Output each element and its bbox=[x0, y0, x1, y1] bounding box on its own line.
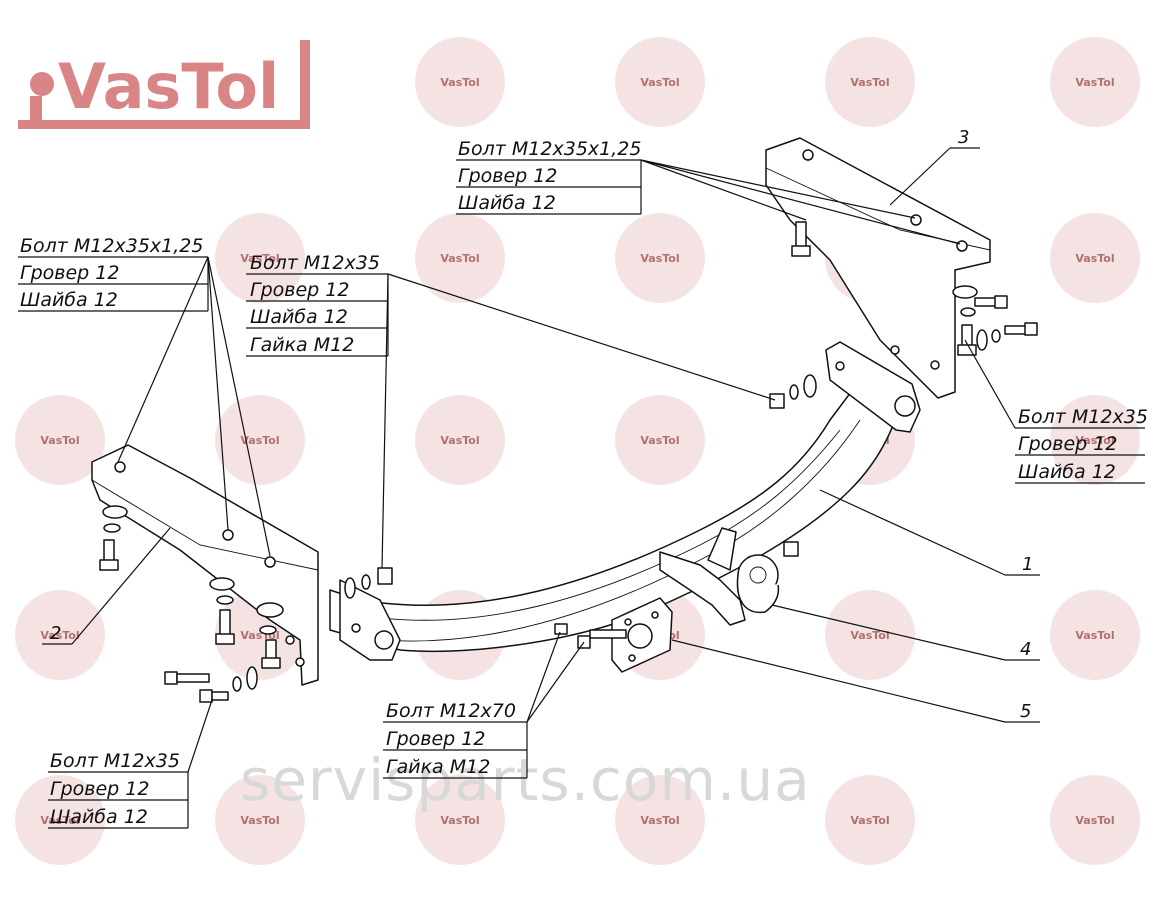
callout-center: Болт М12х35 Гровер 12 Шайба 12 Гайка М12 bbox=[250, 252, 380, 356]
callout-text: Болт М12х35 bbox=[50, 750, 180, 772]
callout-text: Шайба 12 bbox=[250, 306, 348, 328]
main-crossbar bbox=[329, 341, 921, 661]
watermark-logo bbox=[825, 775, 915, 865]
logo-wordmark: VasTol bbox=[58, 50, 279, 123]
part-number-4: 4 bbox=[1020, 639, 1031, 660]
watermark-logo bbox=[215, 395, 305, 485]
watermark-logo-text: VasTol bbox=[440, 76, 479, 89]
watermark-logo-text: VasTol bbox=[640, 814, 679, 827]
watermark-logo bbox=[615, 775, 705, 865]
vastol-logo: VasTol bbox=[18, 40, 310, 129]
watermark-logo-text: VasTol bbox=[1075, 252, 1114, 265]
fasteners bbox=[99, 221, 1038, 703]
watermark-logo-text: VasTol bbox=[440, 252, 479, 265]
watermark-logo bbox=[615, 213, 705, 303]
watermark-logo-text: VasTol bbox=[850, 814, 889, 827]
callout-text: Гровер 12 bbox=[458, 165, 557, 187]
watermark-logo-text: VasTol bbox=[240, 814, 279, 827]
callout-text: Гровер 12 bbox=[1018, 433, 1117, 455]
callout-top-left: Болт М12х35х1,25 Гровер 12 Шайба 12 bbox=[20, 235, 203, 311]
callout-text: Болт М12х35х1,25 bbox=[20, 235, 203, 257]
callout-top-center: Болт М12х35х1,25 Гровер 12 Шайба 12 bbox=[458, 138, 641, 214]
part-number-3: 3 bbox=[958, 127, 969, 148]
callout-text: Шайба 12 bbox=[458, 192, 556, 214]
part-number-2: 2 bbox=[50, 623, 61, 644]
watermark-logo-text: VasTol bbox=[40, 814, 79, 827]
watermark-logo-text: VasTol bbox=[240, 252, 279, 265]
watermark-logo bbox=[1050, 37, 1140, 127]
leader-lines bbox=[18, 147, 1145, 829]
callout-text: Болт М12х35х1,25 bbox=[458, 138, 641, 160]
watermark-logo-text: VasTol bbox=[440, 814, 479, 827]
callout-text: Гровер 12 bbox=[20, 262, 119, 284]
watermark-logo-text: VasTol bbox=[850, 76, 889, 89]
callout-bottom-center: Болт М12х70 Гровер 12 Гайка М12 bbox=[386, 700, 516, 778]
watermark-logo-text: VasTol bbox=[1075, 629, 1114, 642]
site-watermark: servisparts.com.ua bbox=[240, 746, 811, 814]
tow-ball bbox=[659, 527, 780, 626]
part-numbers: 1 2 3 4 5 bbox=[50, 127, 1033, 722]
callout-text: Шайба 12 bbox=[50, 806, 148, 828]
watermark-logo bbox=[1050, 775, 1140, 865]
callout-text: Шайба 12 bbox=[20, 289, 118, 311]
watermark-logo bbox=[1050, 213, 1140, 303]
watermark-logo bbox=[615, 395, 705, 485]
watermark-logo bbox=[825, 37, 915, 127]
watermark-logo bbox=[215, 775, 305, 865]
watermark-logo-text: VasTol bbox=[40, 629, 79, 642]
watermark-logo-text: VasTol bbox=[640, 76, 679, 89]
callout-text: Гайка М12 bbox=[386, 756, 490, 778]
watermark-logo-text: VasTol bbox=[850, 629, 889, 642]
watermark-logo bbox=[15, 775, 105, 865]
watermark-logo bbox=[415, 775, 505, 865]
watermark-logo bbox=[415, 213, 505, 303]
callout-text: Болт М12х70 bbox=[386, 700, 516, 722]
watermark-logo bbox=[415, 395, 505, 485]
part-number-1: 1 bbox=[1022, 554, 1033, 575]
watermark-logo-text: VasTol bbox=[40, 434, 79, 447]
watermark-logo-text: VasTol bbox=[640, 252, 679, 265]
watermark-logo bbox=[1050, 590, 1140, 680]
callout-text: Гровер 12 bbox=[50, 778, 149, 800]
watermark-logo bbox=[825, 590, 915, 680]
watermark-logo-text: VasTol bbox=[440, 434, 479, 447]
callout-text: Гайка М12 bbox=[250, 334, 354, 356]
callout-bottom-left: Болт М12х35 Гровер 12 Шайба 12 bbox=[50, 750, 180, 828]
part-number-5: 5 bbox=[1020, 701, 1031, 722]
callout-text: Гровер 12 bbox=[386, 728, 485, 750]
watermark-logo bbox=[1050, 395, 1140, 485]
callout-text: Болт М12х35 bbox=[250, 252, 380, 274]
watermark-logo-text: VasTol bbox=[1075, 76, 1114, 89]
watermark-logo-text: VasTol bbox=[640, 434, 679, 447]
watermark-logo-text: VasTol bbox=[240, 434, 279, 447]
watermark-logo-text: VasTol bbox=[1075, 434, 1114, 447]
callout-text: Шайба 12 bbox=[1018, 461, 1116, 483]
watermark-logo bbox=[215, 213, 305, 303]
callout-right: Болт М12х35 Гровер 12 Шайба 12 bbox=[1018, 406, 1148, 483]
watermark-logo bbox=[15, 395, 105, 485]
socket-plate bbox=[611, 597, 673, 673]
callout-text: Гровер 12 bbox=[250, 279, 349, 301]
watermark-logo bbox=[415, 37, 505, 127]
watermark-logo-text: VasTol bbox=[1075, 814, 1114, 827]
watermark-logo bbox=[615, 37, 705, 127]
right-bracket bbox=[765, 137, 991, 399]
watermark-logo bbox=[15, 590, 105, 680]
callout-text: Болт М12х35 bbox=[1018, 406, 1148, 428]
left-bracket bbox=[91, 444, 319, 686]
